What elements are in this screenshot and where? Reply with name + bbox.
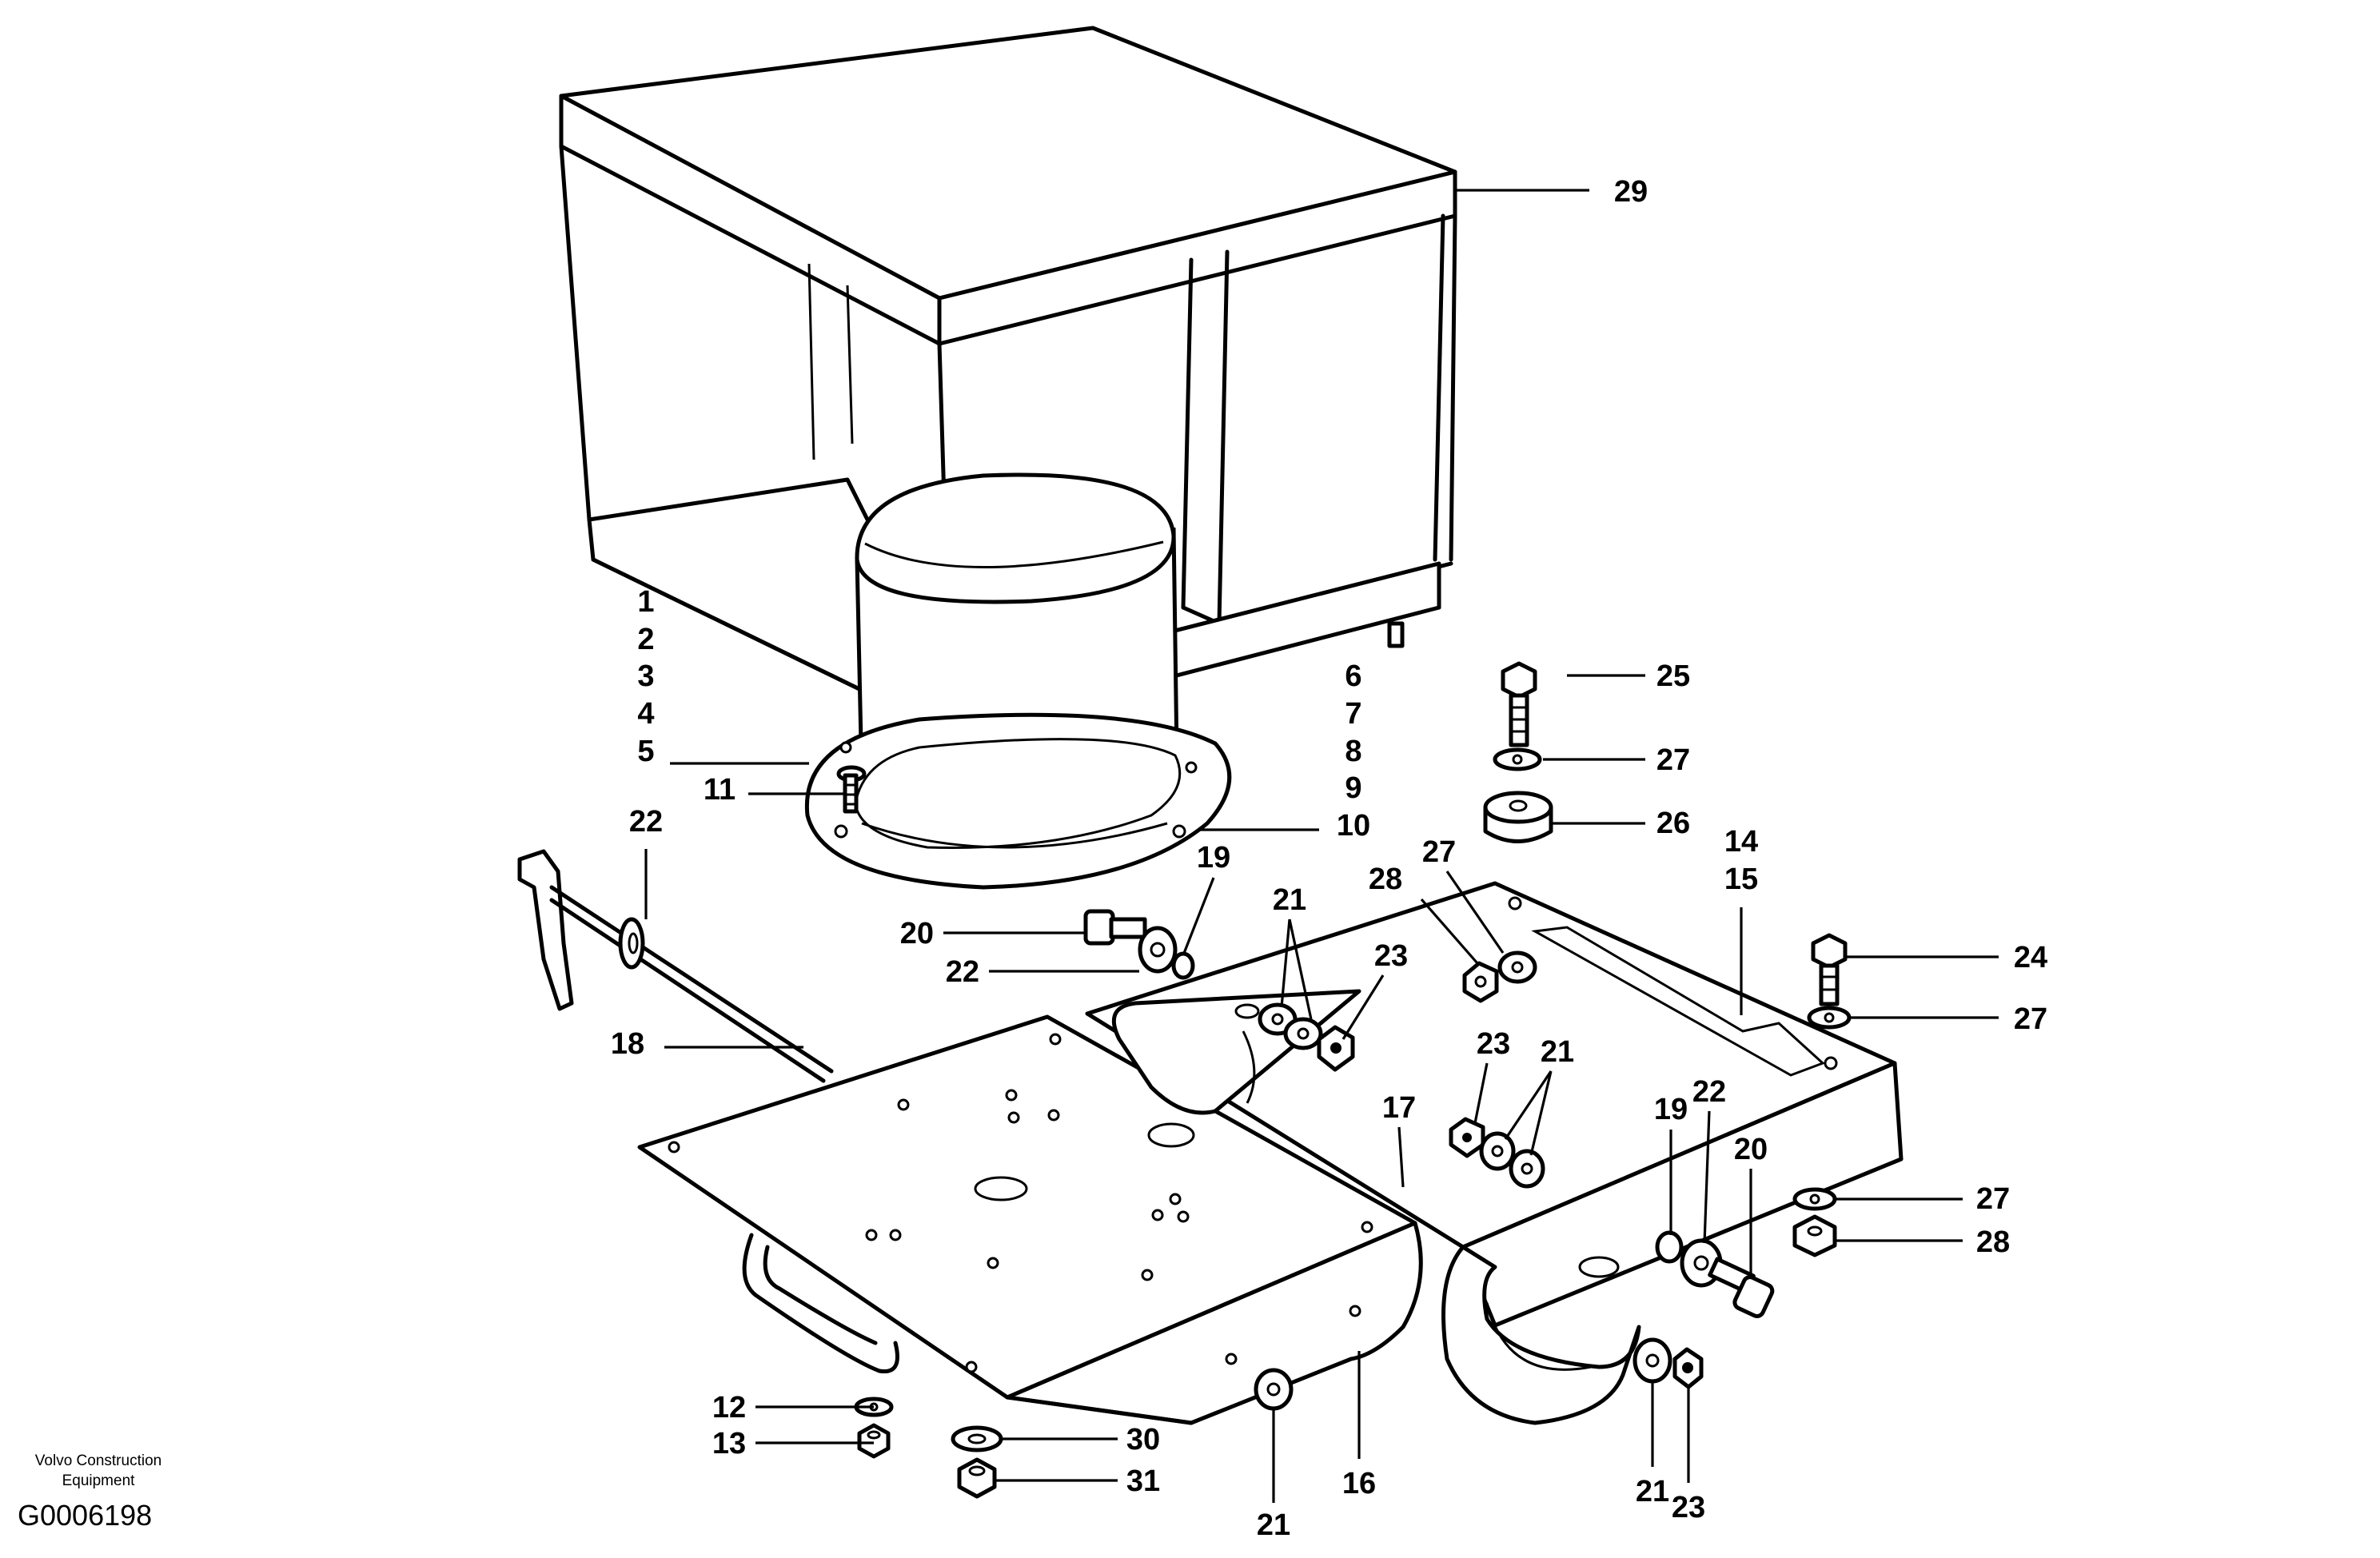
callout-7: 7: [1345, 697, 1361, 731]
callout-21-upper: 21: [1273, 883, 1306, 917]
manufacturer-line-2: Equipment: [62, 1472, 136, 1489]
callout-2: 2: [637, 623, 654, 656]
fastener-set: [854, 661, 1852, 1499]
callout-23-bottom-right: 23: [1672, 1491, 1705, 1524]
callout-9: 9: [1345, 771, 1361, 805]
support-bracket: [1085, 881, 1904, 1425]
callout-5: 5: [637, 735, 654, 768]
callout-6: 6: [1345, 659, 1361, 693]
callout-13: 13: [712, 1427, 746, 1460]
callout-23-upper: 23: [1374, 939, 1408, 973]
callout-31: 31: [1126, 1464, 1160, 1498]
callout-19-lower: 19: [1654, 1093, 1688, 1126]
callout-18: 18: [611, 1027, 644, 1061]
bolt-20-upper: [1083, 909, 1195, 980]
callout-22-upper: 22: [946, 955, 979, 989]
callout-21-middle: 21: [1541, 1035, 1574, 1069]
callout-23-middle: 23: [1477, 1027, 1510, 1061]
callout-27-upper: 27: [1422, 835, 1456, 869]
callout-27-lower: 27: [1976, 1182, 2010, 1216]
callout-16: 16: [1342, 1467, 1376, 1500]
enclosure-box: [559, 26, 1457, 760]
bolt-25-stack: [1483, 661, 1553, 843]
callout-27-top: 27: [1656, 743, 1690, 777]
bolt-20-lower: [1655, 1230, 1775, 1318]
callout-20-upper: 20: [900, 917, 934, 950]
bolt-24-stack: [1807, 933, 1852, 1030]
nut-28-washer-27-upper: [1462, 950, 1537, 1003]
callout-3: 3: [637, 659, 654, 693]
callout-28-upper: 28: [1369, 863, 1402, 896]
callout-14: 14: [1724, 825, 1758, 859]
leader-lines: [644, 189, 1999, 1503]
callout-29: 29: [1614, 175, 1648, 209]
washer-30-nut-31: [951, 1425, 1003, 1499]
cylinder-housing: [855, 472, 1179, 781]
callout-26: 26: [1656, 807, 1690, 840]
washer-21-nut-23-bottom: [1633, 1337, 1704, 1389]
callout-21-bottom-center: 21: [1257, 1508, 1290, 1542]
callout-labels: 1 2 3 4 5 11 22 18 6 7 8 9 10 29 25 27 2…: [611, 175, 2047, 1542]
callout-28-lower: 28: [1976, 1225, 2010, 1259]
callout-17: 17: [1382, 1091, 1416, 1125]
figure-caption: Volvo Construction Equipment G0006198: [18, 1452, 161, 1532]
callout-19-upper: 19: [1197, 841, 1230, 875]
washer-21-bottom-center: [1254, 1368, 1294, 1411]
callout-11: 11: [704, 773, 736, 807]
callout-4: 4: [637, 697, 654, 731]
callout-10: 10: [1337, 809, 1370, 843]
mounting-flange: [804, 712, 1232, 890]
manufacturer-line-1: Volvo Construction: [35, 1452, 161, 1469]
locking-rod-with-handle: [517, 849, 834, 1083]
callout-20-lower: 20: [1734, 1133, 1768, 1166]
nut-23-washers-21-middle: [1449, 1117, 1545, 1189]
washer-27-nut-28-lower: [1792, 1187, 1837, 1257]
flange-screw: [836, 765, 867, 814]
callout-8: 8: [1345, 735, 1361, 768]
callout-15: 15: [1724, 863, 1758, 896]
callout-22-rod: 22: [629, 805, 663, 839]
callout-24: 24: [2014, 941, 2047, 974]
callout-12: 12: [712, 1391, 746, 1425]
callout-25: 25: [1656, 659, 1690, 693]
callout-22-lower: 22: [1692, 1075, 1726, 1109]
callout-21-bottom-right: 21: [1636, 1475, 1669, 1508]
callout-27-right: 27: [2014, 1002, 2047, 1036]
callout-1: 1: [637, 585, 654, 619]
figure-id: G0006198: [18, 1499, 152, 1532]
callout-30: 30: [1126, 1423, 1160, 1456]
